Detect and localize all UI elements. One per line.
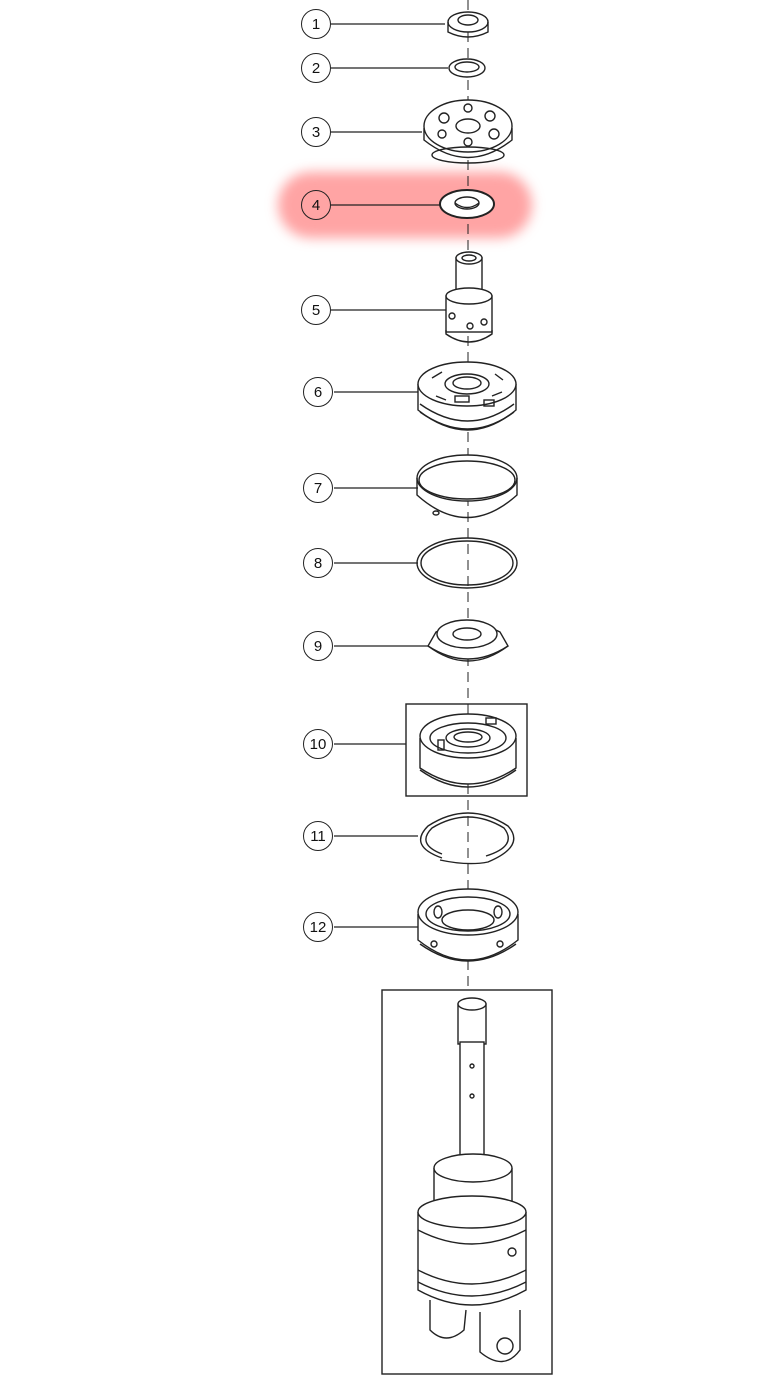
callout-9[interactable]: 9: [303, 631, 333, 661]
part-7-band-ring: [416, 454, 518, 519]
callout-2[interactable]: 2: [301, 53, 331, 83]
part-2-ring: [448, 58, 486, 78]
callout-7[interactable]: 7: [303, 473, 333, 503]
part-11-snap-ring: [419, 812, 515, 865]
callout-3[interactable]: 3: [301, 117, 331, 147]
part-9-cone-seal: [427, 619, 509, 662]
part-5-connector: [445, 251, 493, 343]
callout-12[interactable]: 12: [303, 912, 333, 942]
callout-10[interactable]: 10: [303, 729, 333, 759]
part-8-o-ring: [416, 537, 518, 589]
part-6-slotted-disc: [417, 361, 517, 431]
part-4-washer: [439, 189, 495, 219]
callout-8[interactable]: 8: [303, 548, 333, 578]
part-10-bearing-assembly: [405, 703, 528, 797]
callout-4[interactable]: 4: [301, 190, 331, 220]
callout-6[interactable]: 6: [303, 377, 333, 407]
part-1-nut: [447, 11, 489, 38]
leader-lines: [331, 23, 448, 928]
callout-11[interactable]: 11: [303, 821, 333, 851]
callout-5[interactable]: 5: [301, 295, 331, 325]
main-shaft-assembly: [381, 989, 553, 1375]
part-3-valve-plate: [423, 99, 513, 164]
callout-1[interactable]: 1: [301, 9, 331, 39]
part-12-housing-ring: [417, 888, 519, 962]
